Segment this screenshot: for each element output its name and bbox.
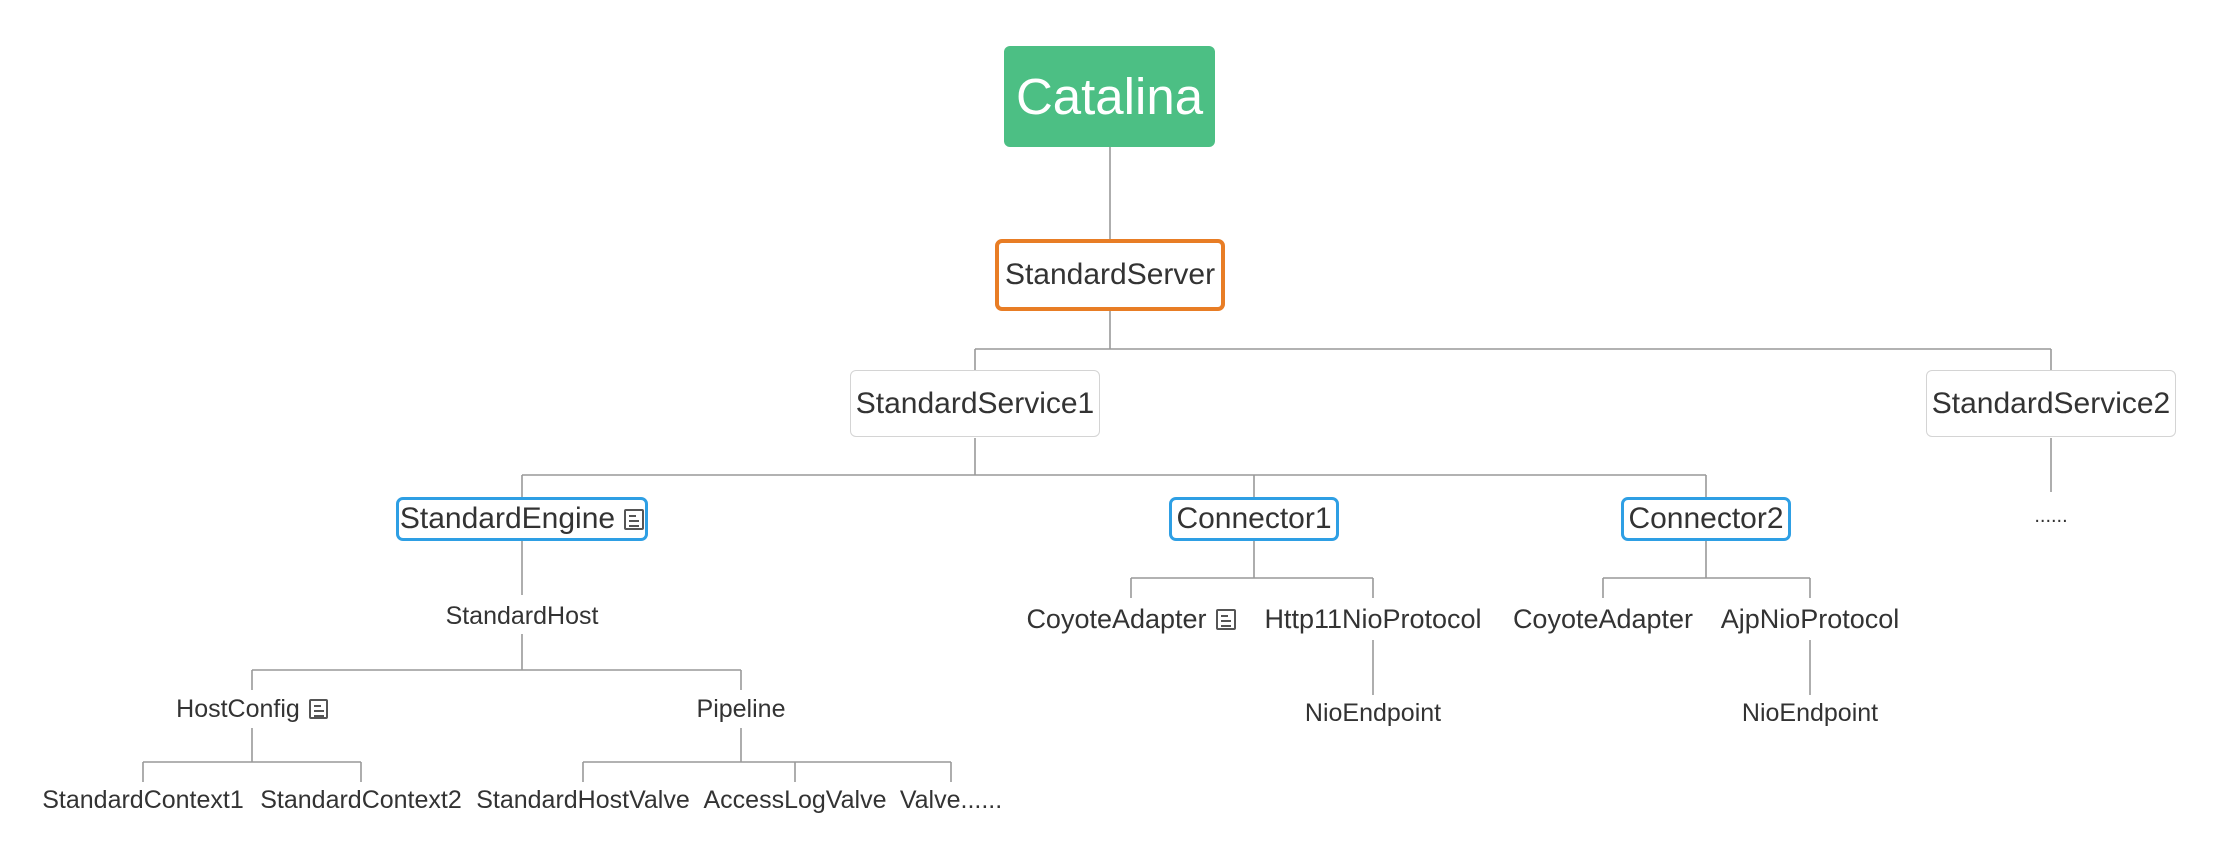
protocol1-node[interactable]: Http11NioProtocol bbox=[1258, 598, 1488, 640]
valve1-label: StandardHostValve bbox=[476, 785, 690, 814]
connector2-label: Connector2 bbox=[1628, 502, 1784, 535]
link-hostconfig-contexts bbox=[142, 728, 362, 782]
link-service1-children bbox=[521, 438, 1707, 497]
note-icon[interactable] bbox=[308, 699, 328, 719]
connector1-label: Connector1 bbox=[1176, 502, 1332, 535]
connector1-node[interactable]: Connector1 bbox=[1169, 497, 1339, 541]
endpoint1-node[interactable]: NioEndpoint bbox=[1293, 695, 1453, 731]
endpoint2-node[interactable]: NioEndpoint bbox=[1730, 695, 1890, 731]
hostconfig-label: HostConfig bbox=[176, 694, 300, 723]
endpoint1-label: NioEndpoint bbox=[1304, 698, 1442, 727]
valve2-label: AccessLogValve bbox=[703, 785, 887, 814]
connector2-node[interactable]: Connector2 bbox=[1621, 497, 1791, 541]
context2-label: StandardContext2 bbox=[260, 785, 462, 814]
context2-node[interactable]: StandardContext2 bbox=[260, 782, 462, 818]
host-label: StandardHost bbox=[445, 601, 599, 630]
link-connector1-children bbox=[1130, 541, 1374, 598]
note-icon[interactable] bbox=[624, 508, 645, 530]
valve2-node[interactable]: AccessLogValve bbox=[700, 782, 890, 818]
link-host-children bbox=[251, 634, 742, 690]
service2-child-node[interactable]: ...... bbox=[2011, 498, 2091, 534]
valve1-node[interactable]: StandardHostValve bbox=[476, 782, 690, 818]
note-icon[interactable] bbox=[1215, 608, 1236, 630]
host-node[interactable]: StandardHost bbox=[422, 598, 622, 634]
valve3-node[interactable]: Valve...... bbox=[891, 782, 1011, 818]
root-node-catalina[interactable]: Catalina bbox=[1004, 46, 1215, 147]
root-label: Catalina bbox=[1015, 68, 1204, 125]
service1-node[interactable]: StandardService1 bbox=[850, 370, 1100, 437]
endpoint2-label: NioEndpoint bbox=[1741, 698, 1879, 727]
service2-label: StandardService2 bbox=[1931, 386, 2171, 420]
engine-node[interactable]: StandardEngine bbox=[396, 497, 648, 541]
protocol2-label: AjpNioProtocol bbox=[1720, 603, 1900, 634]
protocol1-label: Http11NioProtocol bbox=[1264, 603, 1482, 634]
adapter2-node[interactable]: CoyoteAdapter bbox=[1503, 598, 1703, 640]
server-node[interactable]: StandardServer bbox=[995, 239, 1225, 311]
pipeline-label: Pipeline bbox=[696, 694, 786, 723]
context1-node[interactable]: StandardContext1 bbox=[42, 782, 244, 818]
service2-node[interactable]: StandardService2 bbox=[1926, 370, 2176, 437]
link-connector2-children bbox=[1602, 541, 1811, 598]
service1-label: StandardService1 bbox=[855, 386, 1095, 420]
link-pipeline-valves bbox=[582, 728, 952, 782]
pipeline-node[interactable]: Pipeline bbox=[671, 690, 811, 728]
service2-child-label: ...... bbox=[2034, 504, 2068, 527]
valve3-label: Valve...... bbox=[899, 785, 1003, 814]
adapter1-label: CoyoteAdapter bbox=[1026, 603, 1207, 634]
context1-label: StandardContext1 bbox=[42, 785, 244, 814]
engine-label: StandardEngine bbox=[399, 502, 616, 535]
hostconfig-node[interactable]: HostConfig bbox=[162, 690, 342, 728]
adapter1-node[interactable]: CoyoteAdapter bbox=[1016, 598, 1246, 640]
protocol2-node[interactable]: AjpNioProtocol bbox=[1710, 598, 1910, 640]
adapter2-label: CoyoteAdapter bbox=[1512, 603, 1694, 634]
link-server-services bbox=[974, 310, 2052, 370]
server-label: StandardServer bbox=[1004, 258, 1216, 291]
